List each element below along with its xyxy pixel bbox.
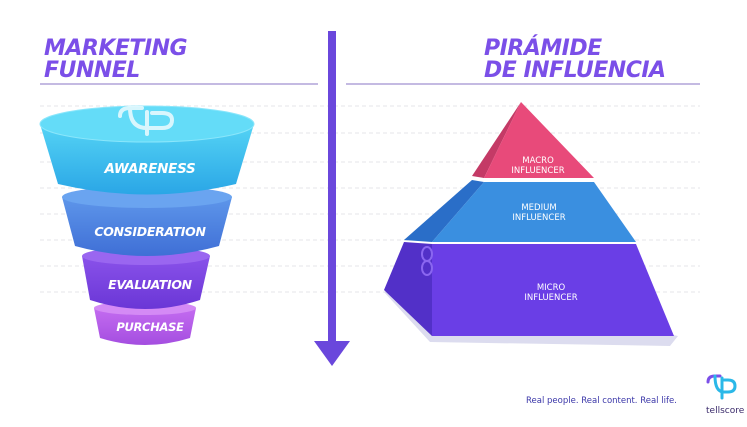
brand-name: tellscore (706, 406, 745, 416)
pyramid-tier-medium: MEDIUM INFLUENCER (404, 180, 636, 242)
funnel-stage-evaluation: EVALUATION (82, 247, 210, 309)
pyramid-title-line2: DE INFLUENCIA (484, 58, 666, 83)
pyramid-label-micro-line2: INFLUENCER (524, 293, 577, 303)
tellscore-logo-icon (706, 374, 737, 400)
funnel-label-evaluation: EVALUATION (108, 277, 192, 292)
pyramid-title-line1: PIRÁMIDE (484, 36, 602, 61)
pyramid-title: PIRÁMIDE DE INFLUENCIA (484, 38, 666, 82)
funnel: PURCHASE EVALUATION CONSIDERATION AWAREN (39, 105, 255, 345)
funnel-title-line1: MARKETING (44, 36, 188, 61)
guide-lines (40, 105, 700, 293)
funnel-title: MARKETING FUNNEL (44, 36, 188, 83)
pyramid-label-medium-line2: INFLUENCER (512, 213, 565, 223)
pyramid-label-micro-line1: MICRO (537, 283, 566, 293)
pyramid-label-macro-line1: MACRO (522, 156, 554, 166)
funnel-title-line2: FUNNEL (44, 58, 140, 83)
funnel-label-awareness: AWARENESS (104, 161, 196, 177)
pyramid: MICRO INFLUENCER MEDIUM INFLUENCER MACRO… (384, 102, 678, 346)
infinity-icon (421, 246, 433, 276)
pyramid-tier-macro: MACRO INFLUENCER (472, 102, 594, 178)
funnel-label-consideration: CONSIDERATION (94, 224, 206, 239)
funnel-label-purchase: PURCHASE (116, 320, 184, 334)
tagline: Real people. Real content. Real life. (526, 396, 677, 406)
tellscore-rim-logo-icon (118, 106, 175, 136)
funnel-stage-awareness: AWARENESS (39, 105, 255, 195)
pyramid-label-medium-line1: MEDIUM (521, 203, 556, 213)
funnel-stage-consideration: CONSIDERATION (62, 186, 232, 256)
pyramid-label-macro-line2: INFLUENCER (511, 166, 564, 176)
pyramid-tier-micro: MICRO INFLUENCER (384, 242, 674, 336)
down-arrow-icon (314, 31, 350, 366)
